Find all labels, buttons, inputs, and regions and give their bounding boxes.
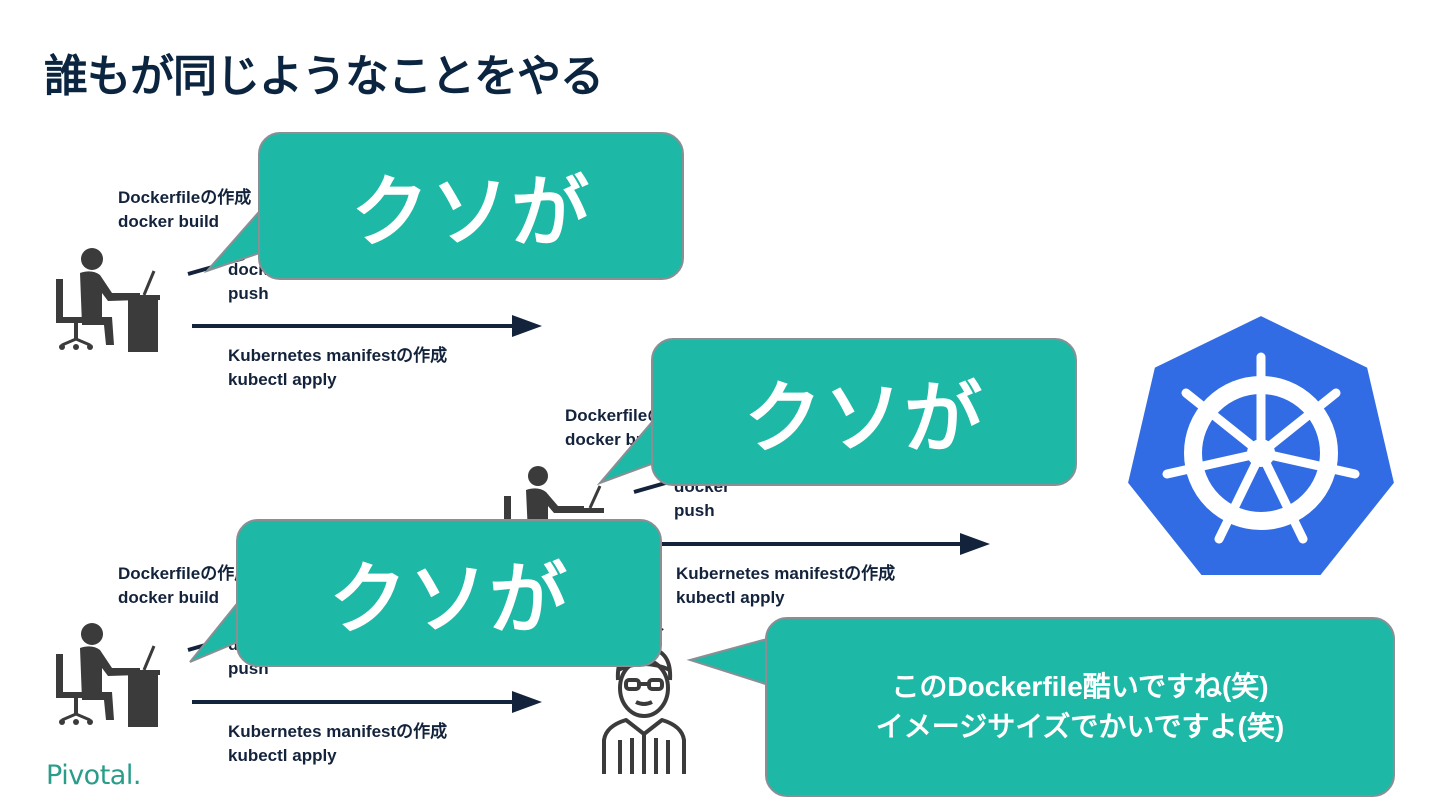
arrow-icon: [192, 691, 542, 713]
step-label: Kubernetes manifestの作成 kubectl apply: [676, 564, 896, 607]
speech-bubble: クソが: [651, 338, 1077, 486]
page-title: 誰もが同じようなことをやる: [44, 52, 604, 101]
step-label: Kubernetes manifestの作成 kubectl apply: [228, 346, 448, 389]
pivotal-logo: Pivotal.: [46, 760, 141, 791]
step-label: Dockerfileの作成 docker build: [118, 564, 252, 607]
step-label: Kubernetes manifestの作成 kubectl apply: [228, 722, 448, 765]
speech-bubble: このDockerfile酷いですね(笑) イメージサイズでかいですよ(笑): [765, 617, 1395, 797]
speech-bubble: クソが: [236, 519, 662, 667]
person-at-desk-icon: [56, 248, 160, 352]
step-label: Dockerfileの作成 docker build: [118, 188, 252, 231]
speech-bubble: クソが: [258, 132, 684, 280]
arrow-icon: [640, 533, 990, 555]
kubernetes-logo-icon: [1125, 313, 1397, 577]
person-at-desk-icon: [56, 623, 160, 727]
arrow-icon: [192, 315, 542, 337]
